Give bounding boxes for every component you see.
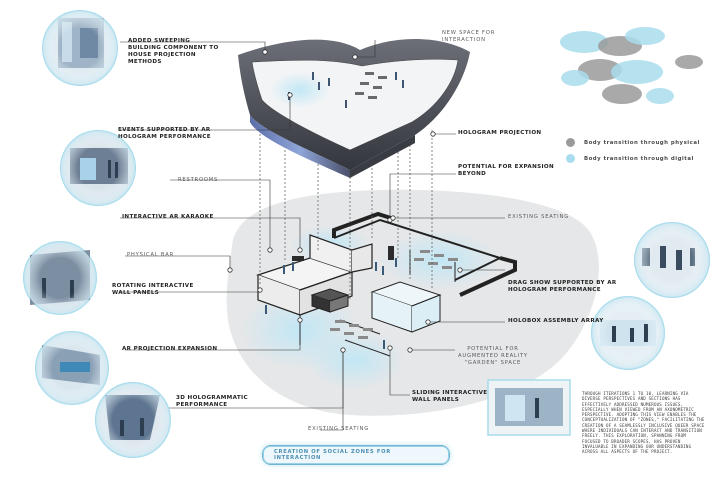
photo-circles-left <box>23 10 171 458</box>
label-3d-holographic: 3D hologrammatic performance <box>176 395 248 408</box>
legend-dot-physical <box>566 138 575 147</box>
photo-circles-right <box>487 222 710 436</box>
seating-furniture <box>330 250 458 339</box>
photo-circle-rotating <box>23 241 97 315</box>
label-ar-karaoke: Interactive AR karaoke <box>122 214 214 220</box>
photo-sliding-panels <box>487 379 571 436</box>
label-holobox: Holobox assembly array <box>508 318 604 324</box>
label-physical-bar: Physical bar <box>127 252 175 258</box>
legend-dot-digital <box>566 154 575 163</box>
label-ar-projection: AR projection expansion <box>122 346 218 352</box>
label-existing-seating-top: Existing seating <box>508 214 570 220</box>
projection-lines <box>259 110 433 300</box>
photo-circle-events <box>60 130 136 206</box>
legend-physical: Body transition through physical <box>566 138 700 147</box>
photo-circle-ar-projection <box>35 331 109 405</box>
digital-glow-zone <box>305 330 405 390</box>
leader-lines <box>120 40 505 431</box>
label-sweeping: Added sweeping building component to hou… <box>128 38 219 65</box>
label-new-space: New space for interaction <box>442 30 496 43</box>
label-drag-show: Drag show supported by AR hologram perfo… <box>508 280 617 293</box>
label-existing-seating-bottom: Existing seating <box>308 426 370 432</box>
photo-circle-sweeping <box>42 10 118 86</box>
leader-dots <box>227 49 463 353</box>
legend-label-digital: Body transition through digital <box>584 155 694 162</box>
label-rotating: Rotating interactive wall panels <box>112 283 194 296</box>
photo-circle-holobox <box>591 296 665 370</box>
photo-circle-3d-holographic <box>95 382 171 458</box>
legend-digital: Body transition through digital <box>566 154 694 163</box>
photo-circle-drag-show <box>634 222 710 298</box>
label-sliding: Sliding interactive wall panels <box>412 390 488 403</box>
title-pill-text: Creation of social zones for interaction <box>263 446 449 464</box>
dark-wall-accents <box>292 246 394 261</box>
label-ar-garden: Potential for augmented reality "garden"… <box>458 346 528 366</box>
label-events-ar: Events supported by AR hologram performa… <box>118 127 211 140</box>
people-figures <box>265 258 397 349</box>
label-potential-expansion: Potential for expansion beyond <box>458 164 555 177</box>
transition-blob-diagram <box>560 27 703 104</box>
roof-component <box>238 38 470 178</box>
label-hologram-projection: Hologram projection <box>458 130 542 136</box>
label-restrooms: Restrooms <box>178 177 219 183</box>
legend-label-physical: Body transition through physical <box>584 139 700 146</box>
description-paragraph: Through iterations 1 to 10, learning via… <box>582 391 705 455</box>
title-pill: Creation of social zones for interaction <box>262 445 450 465</box>
digital-glow-zone <box>270 72 330 108</box>
